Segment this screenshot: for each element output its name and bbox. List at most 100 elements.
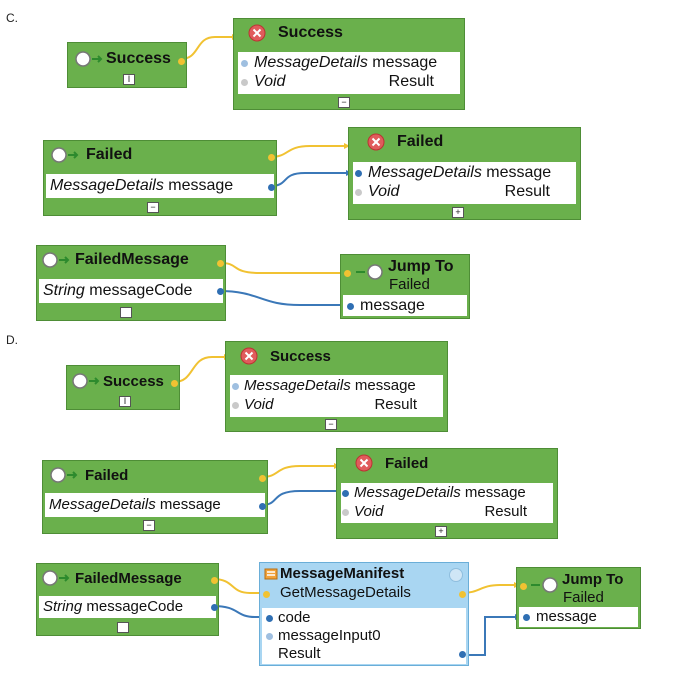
d-success-start-node[interactable]: Success I: [66, 365, 180, 410]
end-error-icon: [240, 347, 258, 365]
param-name: messageCode: [89, 282, 193, 299]
collapse-toggle[interactable]: I: [123, 74, 135, 85]
data-in-pin[interactable]: [355, 189, 362, 196]
param-name: message: [372, 54, 438, 71]
collapse-icon[interactable]: [449, 568, 463, 582]
data-out-pin[interactable]: [268, 184, 275, 191]
collapse-toggle[interactable]: I: [119, 396, 131, 407]
exec-out-pin[interactable]: [211, 577, 218, 584]
wire-exec: [220, 262, 346, 274]
param-type: MessageDetails: [368, 164, 482, 181]
node-subtitle: GetMessageDetails: [280, 584, 411, 601]
param-type: MessageDetails: [50, 177, 164, 194]
node-title: Success: [278, 24, 343, 41]
data-in-pin[interactable]: [347, 303, 354, 310]
data-in-pin[interactable]: [342, 490, 349, 497]
exec-out-pin[interactable]: [217, 260, 224, 267]
node-title: Failed: [397, 133, 444, 150]
start-event-icon: [72, 373, 100, 389]
param-type: String: [43, 598, 83, 615]
wire-exec: [212, 578, 265, 594]
node-title: Failed: [385, 454, 429, 472]
exec-out-pin[interactable]: [178, 58, 185, 65]
data-in-pin[interactable]: [241, 60, 248, 67]
exec-in-pin[interactable]: [344, 270, 351, 277]
exec-out-pin[interactable]: [459, 591, 466, 598]
collapse-toggle[interactable]: −: [325, 419, 337, 430]
option-label-c: C.: [6, 11, 18, 25]
c-failedmessage-start-node[interactable]: FailedMessage String messageCode: [36, 245, 226, 321]
collapse-toggle[interactable]: [117, 622, 129, 633]
return-type: Void: [244, 396, 274, 413]
data-out-pin[interactable]: [211, 604, 218, 611]
start-event-icon: [42, 570, 70, 586]
param-name: message: [464, 484, 526, 501]
wire-data: [261, 490, 342, 506]
collapse-toggle[interactable]: [120, 307, 132, 318]
return-name: Result: [484, 503, 527, 520]
param-type: MessageDetails: [49, 496, 156, 513]
node-title: Success: [270, 347, 331, 365]
d-message-manifest-node[interactable]: MessageManifest GetMessageDetails code m…: [259, 562, 469, 666]
node-title: FailedMessage: [75, 251, 189, 268]
d-jump-to-node[interactable]: Jump To Failed message: [516, 567, 641, 629]
data-in-pin[interactable]: [241, 79, 248, 86]
exec-out-pin[interactable]: [268, 154, 275, 161]
param-name: message: [360, 297, 425, 314]
jump-to-icon: [356, 264, 383, 280]
d-failedmessage-start-node[interactable]: FailedMessage String messageCode: [36, 563, 219, 636]
start-event-icon: [42, 252, 70, 268]
param-type: MessageDetails: [244, 377, 351, 394]
data-in-pin[interactable]: [266, 633, 273, 640]
c-jump-to-node[interactable]: Jump To Failed message: [340, 254, 470, 319]
data-in-pin[interactable]: [342, 509, 349, 516]
param-type: MessageDetails: [254, 54, 368, 71]
param-name: message: [159, 496, 221, 513]
node-title: Failed: [85, 466, 129, 484]
jump-to-icon: [531, 577, 558, 593]
data-in-pin[interactable]: [232, 383, 239, 390]
c-failed-start-node[interactable]: Failed MessageDetails message −: [43, 140, 277, 216]
data-in-pin[interactable]: [232, 402, 239, 409]
param-type: String: [43, 282, 85, 299]
data-out-pin[interactable]: [259, 503, 266, 510]
exec-in-pin[interactable]: [263, 591, 270, 598]
data-in-pin[interactable]: [523, 614, 530, 621]
param-type: MessageDetails: [354, 484, 461, 501]
collapse-toggle[interactable]: −: [147, 202, 159, 213]
return-name: Result: [504, 183, 550, 200]
wire-exec: [269, 145, 350, 158]
param-name: message: [354, 377, 416, 394]
data-in-pin[interactable]: [266, 615, 273, 622]
d-failed-start-node[interactable]: Failed MessageDetails message −: [42, 460, 268, 534]
exec-in-pin[interactable]: [520, 583, 527, 590]
expand-toggle[interactable]: +: [452, 207, 464, 218]
param-name: message: [536, 608, 597, 625]
wire-data: [218, 290, 347, 306]
return-type: Void: [254, 73, 286, 90]
data-in-pin[interactable]: [355, 170, 362, 177]
wire-data: [462, 616, 521, 656]
start-event-icon: [51, 147, 79, 163]
collapse-toggle[interactable]: −: [143, 520, 155, 531]
end-error-icon: [355, 454, 373, 472]
exec-out-pin[interactable]: [259, 475, 266, 482]
return-type: Void: [368, 183, 400, 200]
c-success-start-node[interactable]: Success I: [67, 42, 187, 88]
expand-toggle[interactable]: +: [435, 526, 447, 537]
param-name: code: [278, 609, 311, 626]
collapse-toggle[interactable]: −: [338, 97, 350, 108]
wire-exec: [173, 356, 230, 383]
node-title: Failed: [86, 146, 133, 163]
exec-out-pin[interactable]: [171, 380, 178, 387]
node-title: Success: [106, 50, 171, 67]
param-name: messageCode: [86, 598, 184, 615]
start-event-icon: [50, 467, 78, 483]
data-out-pin[interactable]: [459, 651, 466, 658]
data-out-pin[interactable]: [217, 288, 224, 295]
method-icon: [264, 568, 278, 580]
